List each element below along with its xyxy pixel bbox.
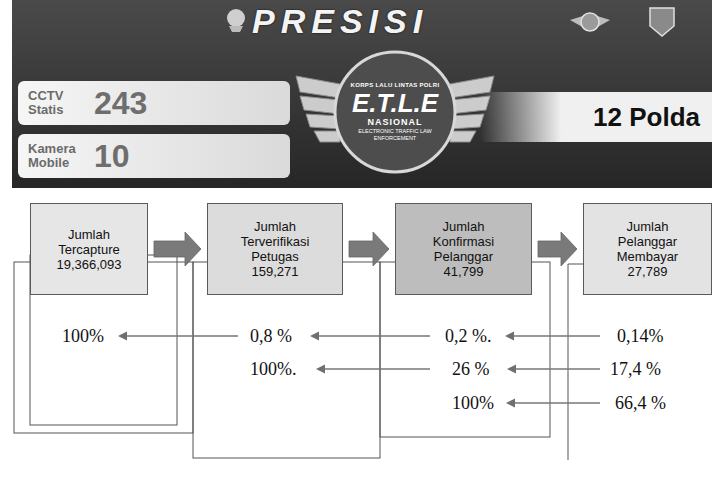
flow-arrow [349,232,389,266]
ratio-label: 0,2 %. [445,325,492,347]
banner-ground [12,0,712,188]
stat-value: 12 Polda [593,102,700,132]
count-value: 159,271 [252,264,299,279]
ratio-arrow [324,368,430,369]
box-heading: Jumlah Konfirmasi Pelanggar [418,219,510,264]
ratio-arrow [513,335,600,336]
arrow-head [118,332,127,341]
flow-arrow [154,232,201,266]
ratio-label: 17,4 % [610,358,661,380]
stat-label: CCTV Statis [28,89,86,117]
emblem-wing [296,76,340,98]
count-value: 19,366,093 [56,257,121,272]
count-value: 27,789 [628,264,668,279]
stat-panel: Kamera Mobile 10 [18,134,290,178]
count-value: 41,799 [444,264,484,279]
logo-text: PRESISI [252,2,428,41]
ratio-arrow [515,368,600,369]
header-banner: PRESISI CCTV Statis 243 KORPS LALU LINTAS P… [12,0,712,188]
ratio-label: 100% [62,325,104,347]
police-icon [227,9,245,27]
ratio-arrow [126,335,238,336]
arrow-head [507,365,516,374]
stat-value: 243 [94,85,147,121]
police-icon [229,26,243,32]
arrow-head [506,399,515,408]
ratio-arrow [514,402,600,403]
ratio-label: 26 % [452,358,490,380]
ratio-arrow [318,335,430,336]
emblem-wing [450,131,476,142]
box-heading: Jumlah Tercapture [43,227,135,257]
ratio-label: 0,8 % [250,325,292,347]
process-box: Jumlah Terverifikasi Petugas159,271 [207,203,343,295]
flow-arrow [538,232,577,266]
ratio-label: 0,14% [617,325,664,347]
stat-panel: CCTV Statis 243 [18,81,290,125]
emblem-disc [335,52,455,172]
emblem-wing [314,131,340,142]
shield-icon [650,8,674,36]
arrow-head [505,332,514,341]
emblem-ring-text: KORPS LALU LINTAS POLRI [351,82,440,89]
process-box: Jumlah Konfirmasi Pelanggar41,799 [395,203,532,295]
arrow-head [310,332,319,341]
ratio-label: 66,4 % [615,392,666,414]
badge-icon [581,13,599,31]
emblem-badge: KORPS LALU LINTAS POLRIE.T.L.ENASIONALEL… [350,82,440,142]
stat-label: Kamera Mobile [28,142,86,170]
stat-value: 10 [94,138,130,174]
ratio-label: 100% [452,392,494,414]
stat-panel: 12 Polda [480,92,712,142]
box-heading: Jumlah Pelanggar Membayar [602,219,694,264]
ratio-label: 100%. [250,358,297,380]
emblem-title: E.T.L.E [352,89,438,117]
arrow-head [316,365,325,374]
box-heading: Jumlah Terverifikasi Petugas [229,219,321,264]
emblem-caption: ELECTRONIC TRAFFIC LAW ENFORCEMENT [350,128,440,142]
process-box: Jumlah Tercapture19,366,093 [30,203,148,295]
process-box: Jumlah Pelanggar Membayar27,789 [583,203,712,295]
emblem-subtitle: NASIONAL [368,117,423,128]
